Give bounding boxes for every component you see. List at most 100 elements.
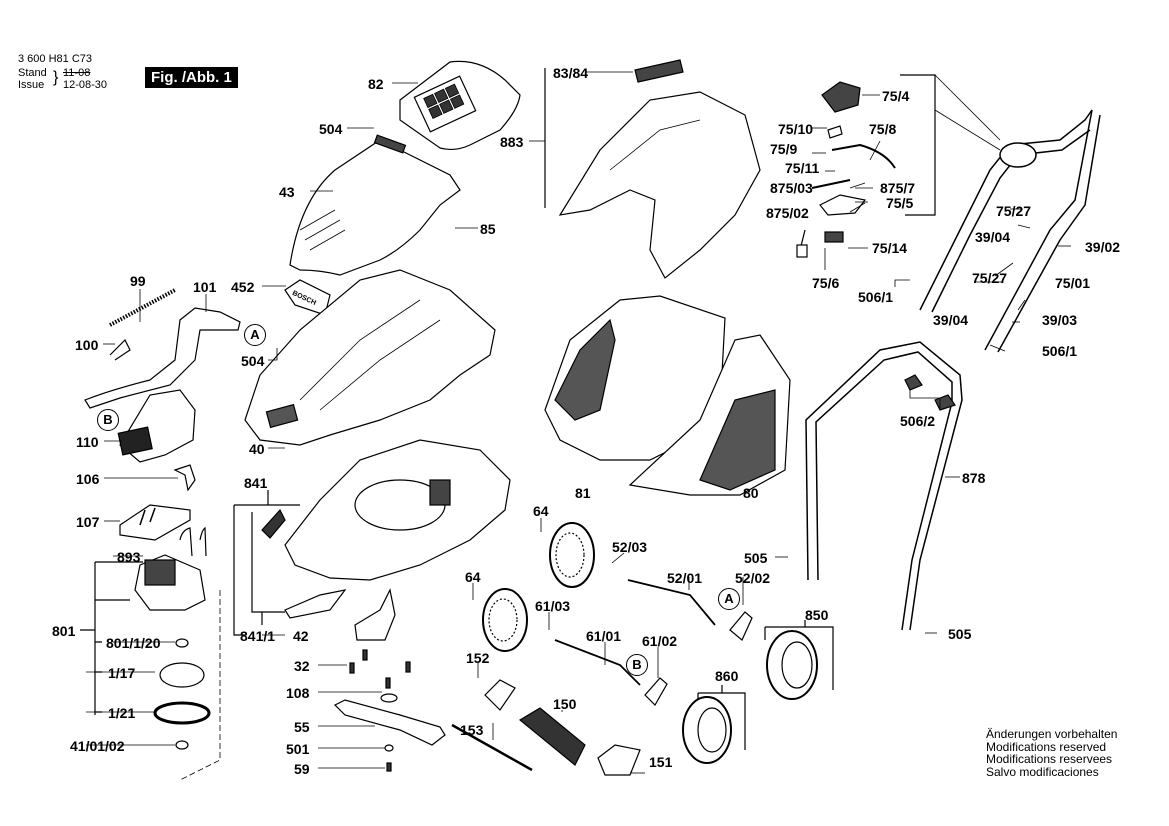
part-42-plate xyxy=(354,588,396,641)
part-label: 41/01/02 xyxy=(70,738,125,754)
part-wheels xyxy=(482,522,818,764)
part-152-cap xyxy=(484,679,516,711)
part-label: 153 xyxy=(460,722,484,738)
part-label: 860 xyxy=(715,668,739,684)
callout-a: A xyxy=(244,324,266,346)
bracket-841-1 xyxy=(251,512,285,625)
part-label: 893 xyxy=(117,549,141,565)
part-label: 801/1/20 xyxy=(106,635,161,651)
part-label: 75/27 xyxy=(972,270,1008,286)
part-43-cover xyxy=(289,134,461,276)
part-label: 64 xyxy=(465,569,481,585)
part-label: 152 xyxy=(466,650,490,666)
brace: } xyxy=(53,69,59,86)
part-61-01-axle xyxy=(554,639,641,686)
part-label: 64 xyxy=(533,503,549,519)
part-99-spring xyxy=(109,288,176,327)
part-151-cap xyxy=(597,744,641,776)
part-label: 101 xyxy=(193,279,217,295)
part-label: 875/03 xyxy=(770,180,813,196)
part-52-02-lever xyxy=(729,611,753,641)
callout-b: B xyxy=(626,654,648,676)
part-label: 801 xyxy=(52,623,76,639)
notice-line: Modifications reserved xyxy=(986,739,1107,754)
leader-lines xyxy=(86,71,1071,774)
part-label: 43 xyxy=(279,184,295,200)
part-label: 55 xyxy=(294,719,310,735)
part-label: 506/1 xyxy=(858,289,894,305)
part-878-handle xyxy=(805,341,963,631)
part-82-lid xyxy=(399,60,521,151)
part-label: 75/8 xyxy=(869,121,897,137)
part-label: 504 xyxy=(241,353,265,369)
part-label: 52/03 xyxy=(612,539,648,555)
bracket-75-switch xyxy=(900,74,936,216)
part-106-switch xyxy=(173,464,196,492)
part-506-2-knob xyxy=(904,374,923,391)
part-label: 61/03 xyxy=(535,598,571,614)
part-label: 39/03 xyxy=(1042,312,1078,328)
modifications-notice: Änderungen vorbehalten Modifications res… xyxy=(986,728,1117,778)
part-80-grassbox-shell xyxy=(628,334,791,496)
part-label: 39/04 xyxy=(933,312,969,328)
part-label: 61/01 xyxy=(586,628,622,644)
part-label: 40 xyxy=(249,441,265,457)
part-label: 1/17 xyxy=(108,665,136,681)
part-label: 52/01 xyxy=(667,570,703,586)
notice-line: Änderungen vorbehalten xyxy=(986,727,1118,741)
part-label: 505 xyxy=(948,626,972,642)
part-32-screws xyxy=(349,649,411,689)
part-841-deflector xyxy=(261,508,347,619)
part-75-01-handle xyxy=(919,109,1101,353)
part-110-flap xyxy=(117,389,196,463)
part-label: 81 xyxy=(575,485,591,501)
part-81-grassbox xyxy=(544,295,726,461)
part-label: 107 xyxy=(76,514,100,530)
bracket-841 xyxy=(233,490,300,636)
part-label: 501 xyxy=(286,741,310,757)
callout-b: B xyxy=(97,409,119,431)
part-label: 75/9 xyxy=(770,141,798,157)
bracket-860 xyxy=(697,685,746,750)
part-label: 75/27 xyxy=(996,203,1032,219)
part-label: 452 xyxy=(231,279,255,295)
part-label: 100 xyxy=(75,337,99,353)
part-label: 506/2 xyxy=(900,413,936,429)
figure-label: Fig. /Abb. 1 xyxy=(145,67,238,88)
part-150-roller xyxy=(518,707,586,766)
part-label: 42 xyxy=(293,628,309,644)
part-label: 108 xyxy=(286,685,310,701)
bracket-850 xyxy=(764,620,834,690)
part-label: 61/02 xyxy=(642,633,678,649)
part-label: 505 xyxy=(744,550,768,566)
part-label: 151 xyxy=(649,754,673,770)
part-label: 39/04 xyxy=(975,229,1011,245)
part-label: 75/01 xyxy=(1055,275,1091,291)
part-label: 1/21 xyxy=(108,705,136,721)
part-label: 32 xyxy=(294,658,310,674)
part-label: 39/02 xyxy=(1085,239,1121,255)
part-101-lever xyxy=(84,307,241,409)
part-label: 75/5 xyxy=(886,195,914,211)
part-40-housing xyxy=(244,269,496,446)
part-153-rod xyxy=(451,723,533,772)
part-label: 75/11 xyxy=(785,160,820,176)
old-date: 11-08 xyxy=(63,67,91,79)
part-label: 75/4 xyxy=(882,88,910,104)
part-452-badge: BOSCH xyxy=(284,279,331,316)
part-label: 82 xyxy=(368,76,384,92)
part-52-01-axle xyxy=(627,579,716,626)
part-883-frame xyxy=(558,59,761,279)
part-107-base xyxy=(119,504,191,541)
part-label: 878 xyxy=(962,470,986,486)
part-label: 875/02 xyxy=(766,205,809,221)
part-801-motor xyxy=(134,526,211,750)
part-deck xyxy=(284,439,511,581)
part-label: 841 xyxy=(244,475,268,491)
part-label: 506/1 xyxy=(1042,343,1078,359)
part-label: 110 xyxy=(76,434,99,450)
part-100-clip xyxy=(109,338,131,361)
part-label: 52/02 xyxy=(735,570,771,586)
part-number: 3 600 H81 C73 xyxy=(18,53,92,65)
